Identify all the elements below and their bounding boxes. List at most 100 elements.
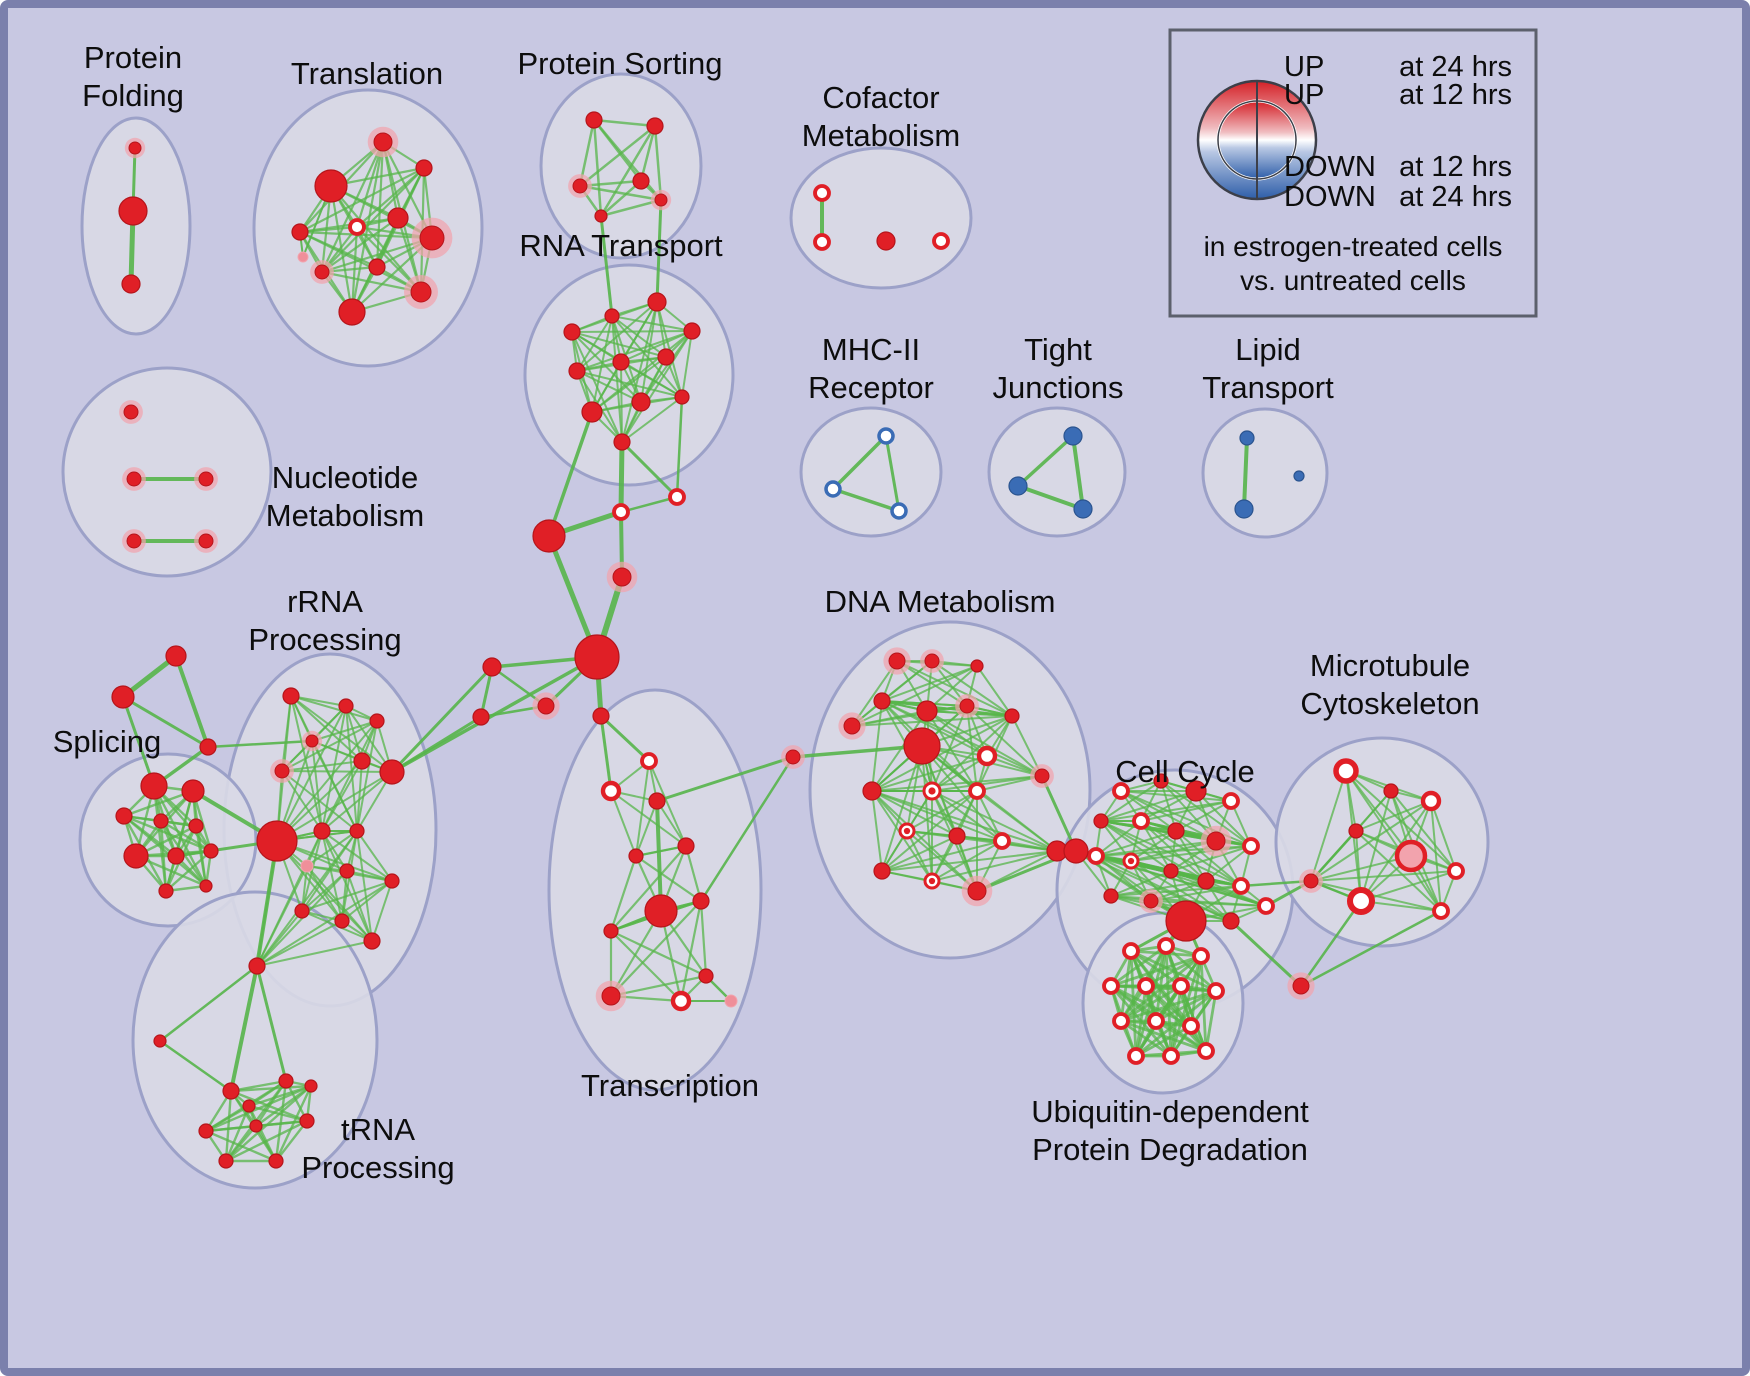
gene-node-red[interactable] <box>369 713 385 729</box>
gene-node-red[interactable] <box>568 362 586 380</box>
gene-node-dotring[interactable] <box>923 872 941 890</box>
gene-node-bluering[interactable] <box>890 502 908 520</box>
gene-node-ring[interactable] <box>348 218 366 236</box>
gene-node-red[interactable] <box>115 807 133 825</box>
gene-node-red[interactable] <box>278 1073 294 1089</box>
gene-node-ring[interactable] <box>1333 758 1359 784</box>
gene-node-halo[interactable] <box>1200 825 1232 857</box>
gene-node-red[interactable] <box>203 843 219 859</box>
gene-node-red[interactable] <box>873 692 891 710</box>
gene-node-ring[interactable] <box>668 488 686 506</box>
gene-node-pinkring[interactable] <box>1394 839 1428 873</box>
gene-node-ring[interactable] <box>813 233 831 251</box>
gene-node-red[interactable] <box>121 274 141 294</box>
gene-node-ring[interactable] <box>612 503 630 521</box>
gene-node-red[interactable] <box>632 172 650 190</box>
gene-node-red[interactable] <box>574 634 620 680</box>
gene-node-dotring[interactable] <box>922 781 942 801</box>
gene-node-red[interactable] <box>111 685 135 709</box>
gene-node-red[interactable] <box>153 813 169 829</box>
gene-node-red[interactable] <box>1153 773 1169 789</box>
gene-node-ring[interactable] <box>932 232 950 250</box>
gene-node-red[interactable] <box>379 759 405 785</box>
gene-node-red[interactable] <box>248 957 266 975</box>
gene-node-halo[interactable] <box>122 467 146 491</box>
gene-node-red[interactable] <box>970 659 984 673</box>
gene-node-red[interactable] <box>140 772 168 800</box>
gene-node-red[interactable] <box>313 822 331 840</box>
gene-node-pink[interactable] <box>297 251 309 263</box>
gene-node-ring[interactable] <box>1102 977 1120 995</box>
gene-node-halo[interactable] <box>532 692 560 720</box>
gene-node-halo[interactable] <box>961 875 993 907</box>
gene-node-ring[interactable] <box>1172 977 1190 995</box>
gene-node-ring[interactable] <box>1192 947 1210 965</box>
gene-node-halo[interactable] <box>404 275 438 309</box>
gene-node-ring[interactable] <box>1197 1042 1215 1060</box>
gene-node-blue[interactable] <box>1008 476 1028 496</box>
gene-node-red[interactable] <box>876 231 896 251</box>
gene-node-blue[interactable] <box>1234 499 1254 519</box>
gene-node-red[interactable] <box>299 1113 315 1129</box>
gene-node-bluering[interactable] <box>877 427 895 445</box>
gene-node-red[interactable] <box>1348 823 1364 839</box>
gene-node-red[interactable] <box>415 159 433 177</box>
gene-node-blue[interactable] <box>1239 430 1255 446</box>
gene-node-halo[interactable] <box>568 174 592 198</box>
gene-node-red[interactable] <box>1093 813 1109 829</box>
gene-node-red[interactable] <box>338 698 354 714</box>
gene-node-red[interactable] <box>256 820 298 862</box>
gene-node-red[interactable] <box>242 1099 256 1113</box>
gene-node-red[interactable] <box>198 1123 214 1139</box>
gene-node-red[interactable] <box>948 827 966 845</box>
gene-node-ring[interactable] <box>640 752 658 770</box>
gene-node-red[interactable] <box>482 657 502 677</box>
gene-node-red[interactable] <box>903 727 941 765</box>
gene-node-red[interactable] <box>199 879 213 893</box>
gene-node-ring[interactable] <box>1162 1047 1180 1065</box>
gene-node-ring[interactable] <box>1207 982 1225 1000</box>
gene-node-halo[interactable] <box>606 561 638 593</box>
gene-node-red[interactable] <box>472 708 490 726</box>
gene-node-red[interactable] <box>282 687 300 705</box>
gene-node-ring[interactable] <box>1137 977 1155 995</box>
gene-node-blue[interactable] <box>1073 499 1093 519</box>
gene-node-red[interactable] <box>349 823 365 839</box>
gene-node-red[interactable] <box>612 353 630 371</box>
gene-node-ring[interactable] <box>1432 902 1450 920</box>
gene-node-red[interactable] <box>118 196 148 226</box>
gene-node-ring[interactable] <box>670 990 692 1012</box>
gene-node-halo[interactable] <box>310 260 334 284</box>
gene-node-ring[interactable] <box>976 745 998 767</box>
gene-node-halo[interactable] <box>411 217 453 259</box>
gene-node-halo[interactable] <box>595 980 627 1012</box>
gene-node-halo[interactable] <box>1287 972 1315 1000</box>
gene-node-red[interactable] <box>363 932 381 950</box>
gene-node-halo[interactable] <box>1299 869 1323 893</box>
gene-node-halo[interactable] <box>883 647 911 675</box>
gene-node-red[interactable] <box>592 707 610 725</box>
gene-node-halo[interactable] <box>122 529 146 553</box>
gene-node-red[interactable] <box>222 1082 240 1100</box>
gene-node-ring[interactable] <box>1182 1017 1200 1035</box>
gene-node-ring[interactable] <box>1222 792 1240 810</box>
gene-node-red[interactable] <box>339 863 355 879</box>
gene-node-dotring[interactable] <box>1122 852 1140 870</box>
gene-node-red[interactable] <box>603 923 619 939</box>
gene-node-red[interactable] <box>532 519 566 553</box>
gene-node-red[interactable] <box>674 389 690 405</box>
gene-node-ring[interactable] <box>1112 782 1130 800</box>
gene-node-ring[interactable] <box>1132 812 1150 830</box>
gene-node-halo[interactable] <box>270 759 294 783</box>
gene-node-red[interactable] <box>1185 780 1207 802</box>
gene-node-red[interactable] <box>181 779 205 803</box>
gene-node-red[interactable] <box>291 223 309 241</box>
gene-node-red[interactable] <box>353 752 371 770</box>
gene-node-red[interactable] <box>692 892 710 910</box>
gene-node-halo[interactable] <box>194 467 218 491</box>
gene-node-red[interactable] <box>1197 872 1215 890</box>
gene-node-red[interactable] <box>647 292 667 312</box>
gene-node-halo[interactable] <box>838 712 866 740</box>
gene-node-red[interactable] <box>698 968 714 984</box>
gene-node-ring[interactable] <box>1346 886 1376 916</box>
